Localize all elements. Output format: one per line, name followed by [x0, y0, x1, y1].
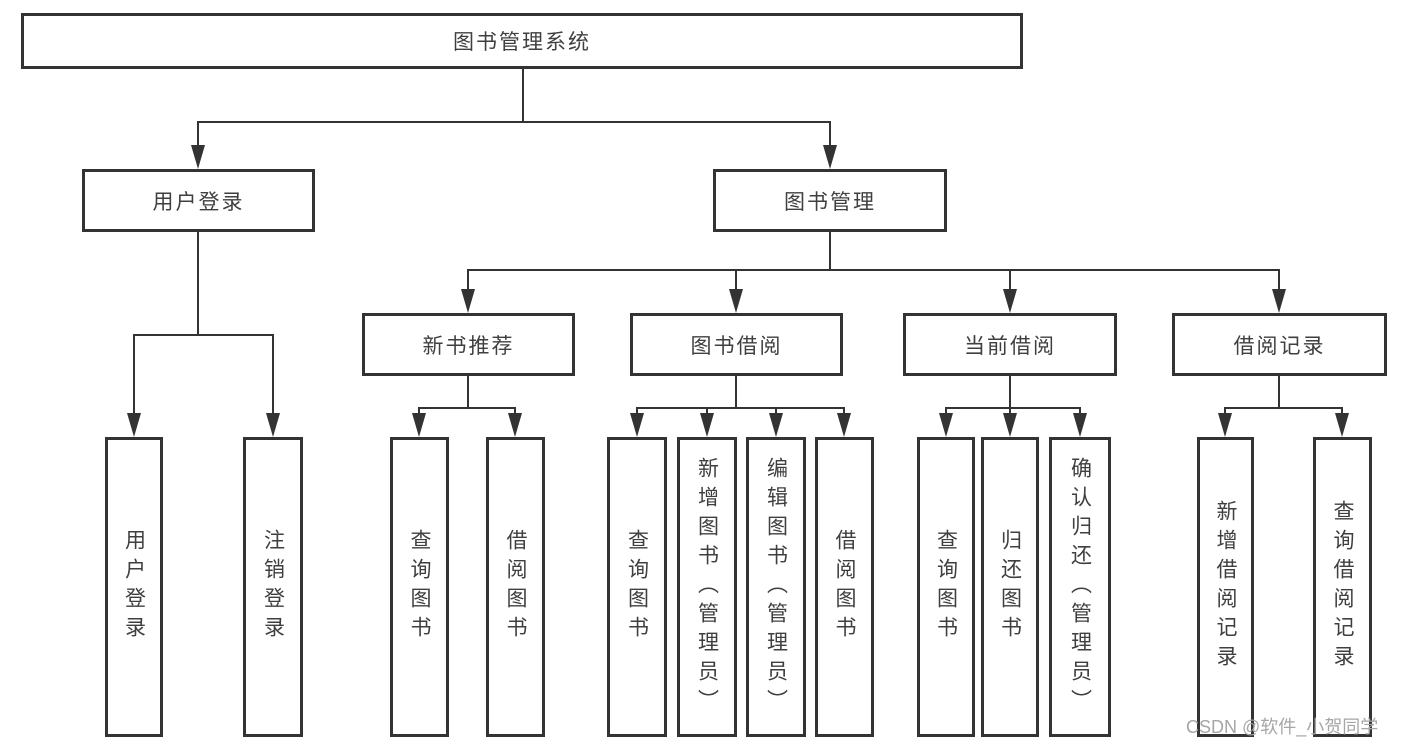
connector-line [1341, 407, 1343, 416]
connector-line [636, 407, 638, 416]
leaf-query-borrow-record: 查询借阅记录 [1313, 437, 1372, 737]
connector-line [467, 376, 469, 409]
connector-line [706, 407, 708, 416]
arrow-down [823, 145, 837, 169]
connector-line [775, 407, 777, 416]
connector-line [1009, 269, 1011, 293]
arrow-down [266, 413, 280, 437]
connector-line [514, 407, 516, 416]
connector-line [829, 121, 831, 149]
connector-line [418, 407, 516, 409]
leaf-confirm-return-admin: 确认归还（管理员） [1049, 437, 1111, 737]
arrow-down [1003, 413, 1017, 437]
node-root: 图书管理系统 [21, 13, 1023, 69]
node-new-book-recommend: 新书推荐 [362, 313, 575, 376]
arrow-down [508, 413, 522, 437]
node-book-management: 图书管理 [713, 169, 947, 232]
connector-line [636, 407, 845, 409]
leaf-query-books-recommend: 查询图书 [390, 437, 449, 737]
connector-line [133, 334, 135, 414]
connector-line [522, 69, 524, 123]
arrow-down [1218, 413, 1232, 437]
leaf-logout: 注销登录 [243, 437, 303, 737]
connector-line [133, 334, 274, 336]
connector-line [945, 407, 1080, 409]
arrow-down [630, 413, 644, 437]
leaf-edit-book-admin: 编辑图书（管理员） [746, 437, 806, 737]
arrow-down [127, 413, 141, 437]
leaf-return-books: 归还图书 [981, 437, 1039, 737]
connector-line [829, 232, 831, 271]
arrow-down [461, 289, 475, 313]
leaf-add-borrow-record: 新增借阅记录 [1197, 437, 1254, 737]
leaf-add-book-admin: 新增图书（管理员） [677, 437, 737, 737]
arrow-down [1003, 289, 1017, 313]
connector-line [467, 269, 1280, 271]
connector-line [272, 334, 274, 414]
arrow-down [191, 145, 205, 169]
arrow-down [1335, 413, 1349, 437]
connector-line [735, 376, 737, 409]
leaf-query-books-borrow: 查询图书 [607, 437, 667, 737]
node-current-borrow: 当前借阅 [903, 313, 1117, 376]
connector-line [843, 407, 845, 416]
connector-line [1009, 407, 1011, 416]
leaf-borrow-books-recommend: 借阅图书 [486, 437, 545, 737]
connector-line [1278, 269, 1280, 293]
leaf-user-login: 用户登录 [105, 437, 163, 737]
connector-line [1224, 407, 1226, 416]
leaf-query-books-current: 查询图书 [917, 437, 975, 737]
arrow-down [700, 413, 714, 437]
arrow-down [837, 413, 851, 437]
connector-line [467, 269, 469, 293]
connector-line [197, 121, 831, 123]
connector-line [1079, 407, 1081, 416]
node-book-borrow: 图书借阅 [630, 313, 843, 376]
connector-line [1009, 376, 1011, 409]
connector-line [197, 121, 199, 149]
node-borrow-records: 借阅记录 [1172, 313, 1387, 376]
connector-line [197, 232, 199, 336]
connector-line [945, 407, 947, 416]
leaf-borrow-books: 借阅图书 [815, 437, 874, 737]
arrow-down [1272, 289, 1286, 313]
arrow-down [939, 413, 953, 437]
connector-line [418, 407, 420, 416]
arrow-down [412, 413, 426, 437]
csdn-watermark: CSDN @软件_小贺同学 [1186, 717, 1379, 737]
connector-line [1224, 407, 1342, 409]
arrow-down [1073, 413, 1087, 437]
connector-line [735, 269, 737, 293]
connector-line [1278, 376, 1280, 409]
node-user-login: 用户登录 [82, 169, 315, 232]
arrow-down [769, 413, 783, 437]
arrow-down [729, 289, 743, 313]
